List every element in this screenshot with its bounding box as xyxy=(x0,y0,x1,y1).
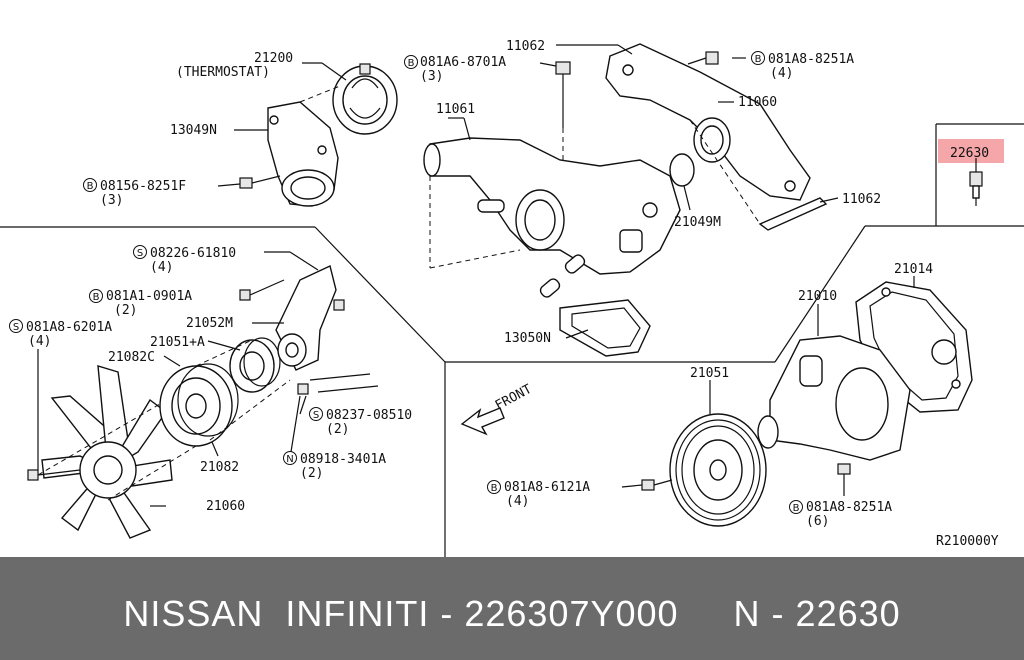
svg-text:B: B xyxy=(491,483,498,494)
housing-bolt xyxy=(239,175,281,189)
oring-21049m xyxy=(669,153,695,187)
gasket-11062-bottom xyxy=(758,197,828,231)
label-11062-top: 11062 xyxy=(506,39,545,54)
water-inlet-part xyxy=(423,137,681,298)
front-arrow-icon: FRONT xyxy=(460,382,535,436)
label-21200: 21200 xyxy=(254,51,293,66)
gasket-13050n xyxy=(559,299,651,357)
label-13050n: 13050N xyxy=(504,331,551,346)
parts-diagram: FRONT 21200 (THERMOSTAT) 13049N B xyxy=(0,39,1024,557)
diagram-ref-code: R210000Y xyxy=(936,534,999,549)
label-081a8-8251a-bottom: 081A8-8251A xyxy=(806,500,892,515)
label-11060: 11060 xyxy=(738,95,777,110)
svg-text:N: N xyxy=(286,454,293,465)
svg-text:B: B xyxy=(408,58,415,69)
section-lines xyxy=(0,123,1024,557)
label-08237: 08237-08510 xyxy=(326,408,412,423)
label-21082c: 21082C xyxy=(108,350,155,365)
pump-bolts xyxy=(641,463,851,496)
label-11062-bottom: 11062 xyxy=(842,192,881,207)
svg-text:S: S xyxy=(13,322,19,333)
label-21010: 21010 xyxy=(798,289,837,304)
highlight-box xyxy=(938,139,1004,163)
label-11061: 11061 xyxy=(436,102,475,117)
qty-08156: (3) xyxy=(100,193,123,208)
sensor-22630 xyxy=(969,171,983,206)
label-21014: 21014 xyxy=(894,262,933,277)
pulley-21051a xyxy=(229,337,281,393)
svg-text:S: S xyxy=(313,410,319,421)
svg-text:B: B xyxy=(87,181,94,192)
label-08226: 08226-61810 xyxy=(150,246,236,261)
svg-text:B: B xyxy=(755,54,762,65)
bracket-21052m xyxy=(275,265,337,371)
label-21082: 21082 xyxy=(200,460,239,475)
inlet-bolt xyxy=(555,61,571,160)
qty-081a6: (3) xyxy=(420,69,443,84)
label-21052m: 21052M xyxy=(186,316,233,331)
label-08918: 08918-3401A xyxy=(300,452,386,467)
water-pump-body-21010 xyxy=(757,335,911,461)
fan-guide-lines xyxy=(37,339,291,501)
outlet-bolt xyxy=(687,51,719,65)
qty-08226: (4) xyxy=(150,260,173,275)
label-thermostat: (THERMOSTAT) xyxy=(176,65,270,80)
label-081a1: 081A1-0901A xyxy=(106,289,192,304)
guide-lines xyxy=(299,85,761,269)
label-21051: 21051 xyxy=(690,366,729,381)
qty-081a8-6121a: (4) xyxy=(506,494,529,509)
qty-081a8-6201a: (4) xyxy=(28,334,51,349)
qty-081a1: (2) xyxy=(114,303,137,318)
water-pump-pulley-21051 xyxy=(669,413,767,527)
stud-symbol-08237: S xyxy=(309,407,323,421)
bolt-symbol-081a8-6121a: B xyxy=(487,480,501,494)
fan-coupling-part xyxy=(159,363,239,447)
label-081a6: 081A6-8701A xyxy=(420,55,506,70)
front-label: FRONT xyxy=(493,382,535,414)
stud-symbol-081a8-6201a: S xyxy=(9,319,23,333)
bolt-symbol-081a8-8251a-bottom: B xyxy=(789,500,803,514)
bolt-symbol-081a6: B xyxy=(404,55,418,69)
qty-081a8-8251a-top: (4) xyxy=(770,66,793,81)
label-081a8-6121a: 081A8-6121A xyxy=(504,480,590,495)
leader-lines xyxy=(37,44,977,507)
svg-text:B: B xyxy=(793,503,800,514)
qty-081a8-8251a-bottom: (6) xyxy=(806,514,829,529)
label-21051a: 21051+A xyxy=(150,335,205,350)
label-081a8-6201a: 081A8-6201A xyxy=(26,320,112,335)
water-outlet-pipe-part xyxy=(605,43,811,201)
caption-text: NISSAN INFINITI - 226307Y000 N - 22630 xyxy=(123,593,901,634)
label-08156: 08156-8251F xyxy=(100,179,186,194)
svg-text:S: S xyxy=(137,248,143,259)
fan-blade-part xyxy=(41,365,173,539)
bolt-symbol-081a1: B xyxy=(89,289,103,303)
qty-08237: (2) xyxy=(326,422,349,437)
bolt-symbol-08156: B xyxy=(83,178,97,192)
thermostat-part xyxy=(332,63,398,135)
label-21049m: 21049M xyxy=(674,215,721,230)
label-22630: 22630 xyxy=(950,146,989,161)
labels: 21200 (THERMOSTAT) 13049N B 08156-8251F … xyxy=(9,39,999,549)
bolt-symbol-081a8-top: B xyxy=(751,51,765,65)
qty-08918: (2) xyxy=(300,466,323,481)
nut-symbol-08918: N xyxy=(283,451,297,465)
stud-symbol-08226: S xyxy=(133,245,147,259)
thermostat-housing-part xyxy=(267,101,339,207)
label-081a8-8251a-top: 081A8-8251A xyxy=(768,52,854,67)
bracket-bolts xyxy=(27,279,379,481)
caption-bar: NISSAN INFINITI - 226307Y000 N - 22630 xyxy=(0,557,1024,660)
svg-text:B: B xyxy=(93,292,100,303)
label-13049n: 13049N xyxy=(170,123,217,138)
label-21060: 21060 xyxy=(206,499,245,514)
